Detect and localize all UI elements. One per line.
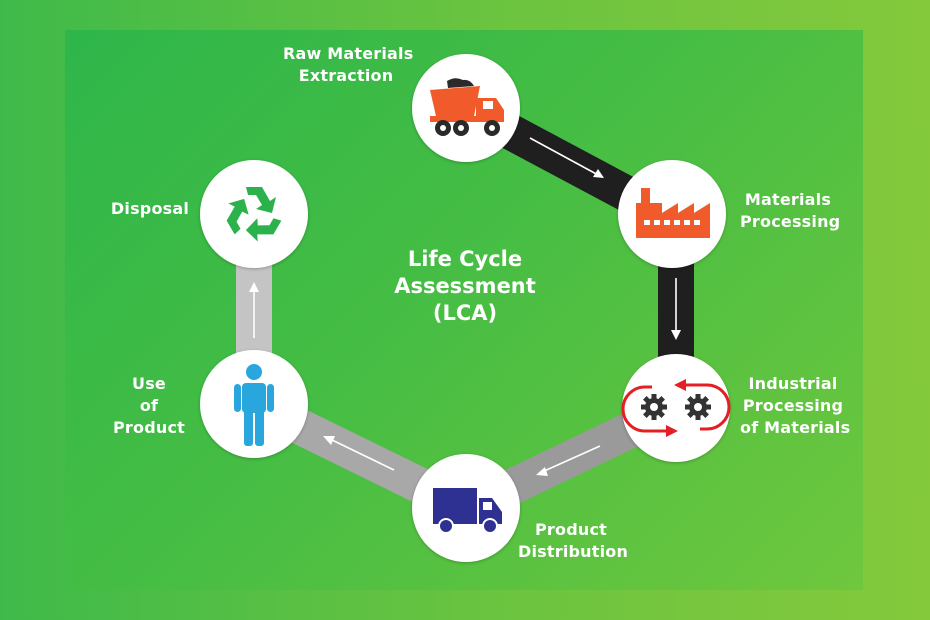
label-product-distribution: Product Distribution xyxy=(518,520,629,561)
stage-disposal xyxy=(200,160,308,268)
gears-cycle-icon xyxy=(621,379,731,437)
arrow-head-icon xyxy=(671,330,681,340)
label-use-of-product: Use of Product xyxy=(113,374,185,437)
arrow-head-icon xyxy=(593,169,604,178)
stage-raw-materials xyxy=(412,54,520,162)
title-line-2: Assessment xyxy=(394,274,536,298)
arrow-head-icon xyxy=(536,467,548,476)
title-line-3: (LCA) xyxy=(432,301,498,325)
stage-industrial-processing xyxy=(621,354,731,462)
label-industrial-processing: Industrial Processing of Materials xyxy=(740,374,851,437)
stage-materials-processing xyxy=(618,160,726,268)
label-materials-processing: Materials Processing xyxy=(740,190,841,231)
recycle-icon xyxy=(226,187,282,242)
arrow-head-icon xyxy=(323,436,335,445)
factory-icon xyxy=(636,188,710,238)
label-raw-materials: Raw Materials Extraction xyxy=(283,44,414,85)
label-disposal: Disposal xyxy=(110,199,190,218)
stage-product-distribution xyxy=(412,454,520,562)
person-icon xyxy=(234,364,274,446)
delivery-truck-icon xyxy=(433,488,502,534)
arrow-head-icon xyxy=(249,282,259,292)
dump-truck-icon xyxy=(430,78,504,136)
title-line-1: Life Cycle xyxy=(407,247,523,271)
diagram-title: Life Cycle Assessment (LCA) xyxy=(385,246,545,327)
stage-use-of-product xyxy=(200,350,308,458)
